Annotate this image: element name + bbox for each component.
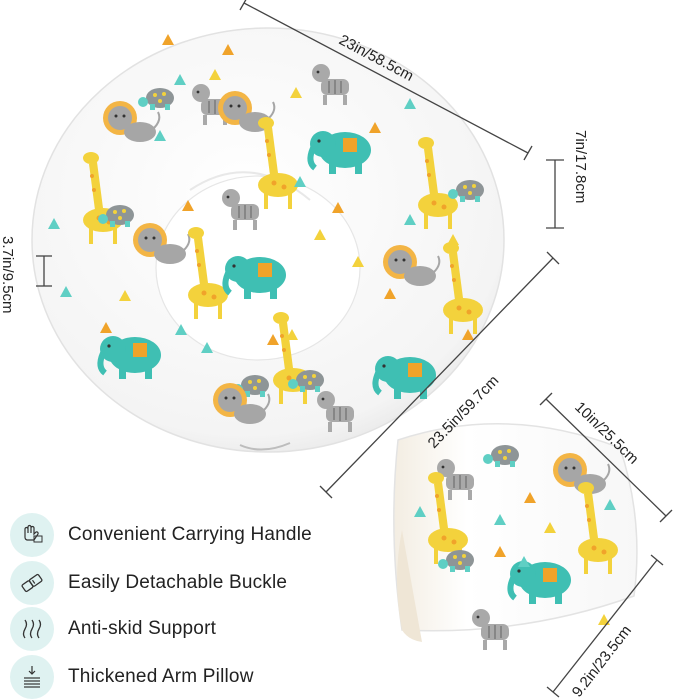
arm-pillow bbox=[393, 423, 638, 651]
feature-thickened-arm-pillow: Thickened Arm Pillow bbox=[10, 654, 370, 700]
feature-anti-skid: Anti-skid Support bbox=[10, 606, 370, 652]
layered-cushion-icon bbox=[10, 655, 54, 699]
head-rest-height-label: 3.7in/9.5cm bbox=[0, 236, 16, 314]
buckle-icon bbox=[10, 561, 54, 605]
feature-label: Thickened Arm Pillow bbox=[68, 666, 254, 687]
hand-handle-icon bbox=[10, 513, 54, 557]
feature-detachable-buckle: Easily Detachable Buckle bbox=[10, 560, 370, 606]
feature-label: Easily Detachable Buckle bbox=[68, 572, 288, 593]
pillow-height-label: 7in/17.8cm bbox=[572, 130, 589, 203]
dimension-lines bbox=[36, 0, 673, 698]
feature-carrying-handle: Convenient Carrying Handle bbox=[10, 512, 370, 558]
feature-label: Anti-skid Support bbox=[68, 618, 217, 639]
nest-pillow bbox=[31, 27, 505, 453]
arm-pillow-length-label: 9.2in/23.5cm bbox=[569, 622, 635, 699]
feature-label: Convenient Carrying Handle bbox=[68, 524, 312, 545]
anti-skid-wave-icon bbox=[10, 607, 54, 651]
